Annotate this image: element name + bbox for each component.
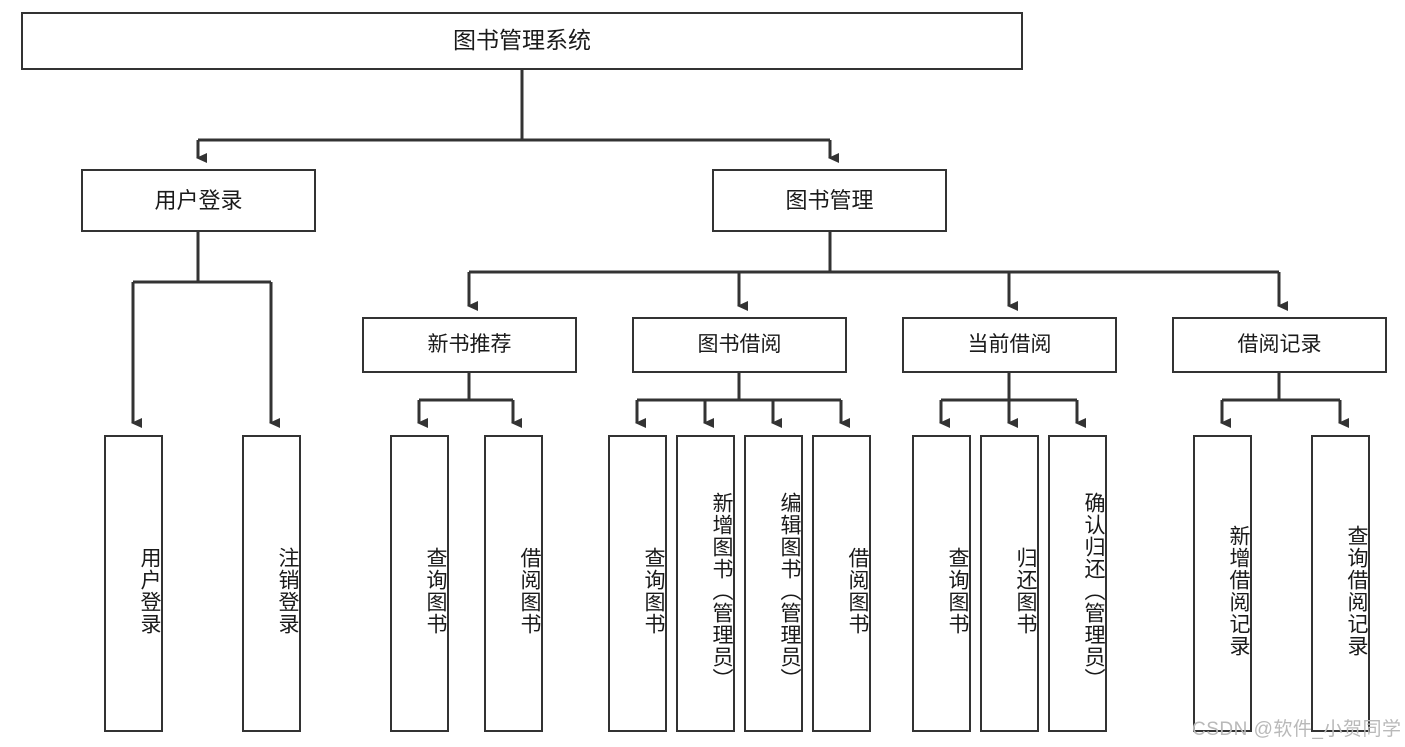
leaf-label: 借阅图书	[518, 546, 541, 635]
leaf-add-book-admin[interactable]: 新增图书（管理员）	[676, 435, 735, 732]
leaf-edit-book-admin[interactable]: 编辑图书（管理员）	[744, 435, 803, 732]
leaf-user-login[interactable]: 用户登录	[104, 435, 163, 732]
leaf-label: 确认归还（管理员）	[1082, 491, 1105, 690]
watermark-csdn: CSDN @软件_小贺同学	[1192, 719, 1402, 740]
leaf-label: 查询图书	[642, 546, 665, 635]
node-book-borrow[interactable]: 图书借阅	[632, 317, 847, 373]
leaf-add-borrow-record[interactable]: 新增借阅记录	[1193, 435, 1252, 732]
node-root-system[interactable]: 图书管理系统	[21, 12, 1023, 70]
node-current-borrow[interactable]: 当前借阅	[902, 317, 1117, 373]
leaf-label: 查询图书	[946, 546, 969, 635]
leaf-borrow-book-recommend[interactable]: 借阅图书	[484, 435, 543, 732]
leaf-borrow-book[interactable]: 借阅图书	[812, 435, 871, 732]
leaf-label: 查询图书	[424, 546, 447, 635]
leaf-query-book-recommend[interactable]: 查询图书	[390, 435, 449, 732]
leaf-label: 编辑图书（管理员）	[778, 491, 801, 690]
leaf-label: 用户登录	[138, 546, 161, 635]
leaf-query-borrow-record[interactable]: 查询借阅记录	[1311, 435, 1370, 732]
leaf-query-book-current[interactable]: 查询图书	[912, 435, 971, 732]
leaf-label: 注销登录	[276, 546, 299, 635]
leaf-label: 新增图书（管理员）	[710, 491, 733, 690]
leaf-return-book[interactable]: 归还图书	[980, 435, 1039, 732]
leaf-query-book-borrow[interactable]: 查询图书	[608, 435, 667, 732]
leaf-label: 新增借阅记录	[1227, 524, 1250, 657]
leaf-logout[interactable]: 注销登录	[242, 435, 301, 732]
leaf-label: 借阅图书	[846, 546, 869, 635]
node-user-login[interactable]: 用户登录	[81, 169, 316, 232]
node-borrow-record[interactable]: 借阅记录	[1172, 317, 1387, 373]
node-book-management[interactable]: 图书管理	[712, 169, 947, 232]
leaf-confirm-return-admin[interactable]: 确认归还（管理员）	[1048, 435, 1107, 732]
node-new-book-recommend[interactable]: 新书推荐	[362, 317, 577, 373]
leaf-label: 查询借阅记录	[1345, 524, 1368, 657]
leaf-label: 归还图书	[1014, 546, 1037, 635]
